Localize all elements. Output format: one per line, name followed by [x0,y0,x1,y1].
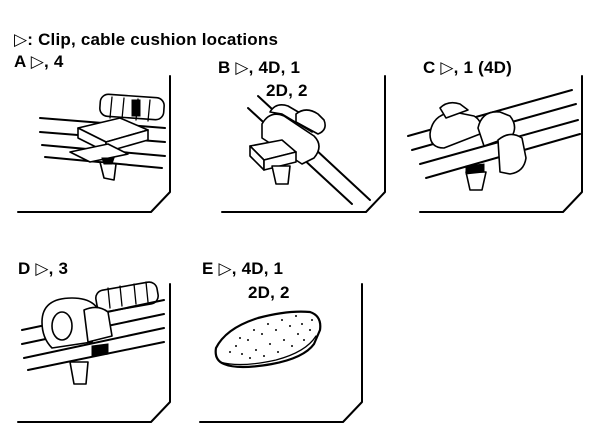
diagram-title: ▷: Clip, cable cushion locations [14,30,278,50]
panel-d-clip-illustration [21,281,165,385]
panel-c-frame [419,75,583,213]
panel-e-frame [199,283,363,423]
panel-a-label: A ▷, 4 [14,52,64,71]
panel-a-frame [17,75,171,213]
panel-a-clip-illustration [39,93,166,181]
title-triangle-icon: ▷ [14,30,28,49]
panel-b-clip-illustration [247,95,371,205]
panel-e-label-line1: E ▷, 4D, 1 [202,259,284,278]
panel-d-label: D ▷, 3 [18,259,69,278]
panel-b-label-line2: 2D, 2 [266,81,308,100]
panel-e-label-line2: 2D, 2 [248,283,290,302]
panel-e-cushion-illustration [214,310,322,369]
panel-b-label-line1: B ▷, 4D, 1 [218,58,301,77]
panel-d-frame [17,283,171,423]
cushion-texture [229,315,313,359]
panel-c-label: C ▷, 1 (4D) [423,58,512,77]
title-text: : Clip, cable cushion locations [27,30,279,49]
panel-b-frame [221,75,386,213]
panel-c-clip-illustration [407,89,581,191]
